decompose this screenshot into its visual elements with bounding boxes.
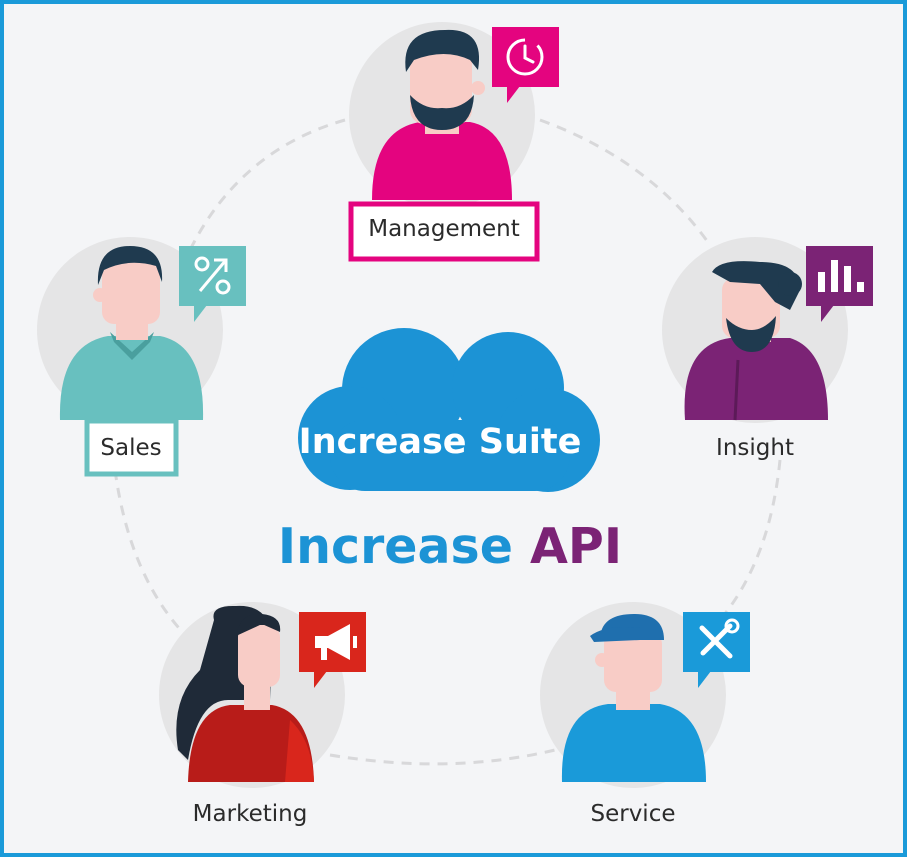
- cloud-label: Increase Suite: [299, 422, 582, 462]
- sales-label: Sales: [100, 435, 161, 461]
- insight-node: Insight: [662, 237, 873, 461]
- sales-node: Sales: [37, 237, 246, 477]
- api-title-word1: Increase: [278, 518, 513, 575]
- management-node: Management: [348, 22, 559, 262]
- management-label: Management: [368, 216, 520, 242]
- service-node: Service: [540, 602, 750, 827]
- service-avatar: [561, 614, 706, 782]
- connection-ring: [113, 118, 782, 766]
- megaphone-icon: [299, 612, 366, 688]
- management-label-box: [348, 201, 540, 262]
- management-avatar: [372, 29, 512, 200]
- insight-avatar: [684, 261, 828, 421]
- api-title-word2: API: [530, 518, 622, 575]
- tools-icon: [683, 612, 750, 688]
- marketing-label: Marketing: [193, 801, 308, 827]
- marketing-avatar: [176, 605, 314, 782]
- bar-chart-icon: [806, 246, 873, 322]
- sales-avatar: [59, 246, 204, 420]
- svg-text:Increase API: Increase API: [278, 518, 622, 575]
- clock-icon: [492, 27, 559, 103]
- sales-label-box: [84, 418, 179, 477]
- insight-label: Insight: [716, 435, 794, 461]
- service-label: Service: [590, 801, 675, 827]
- api-title: Increase API: [278, 518, 622, 575]
- increase-suite-cloud: Increase Suite: [298, 328, 600, 492]
- marketing-node: Marketing: [159, 602, 366, 827]
- percent-icon: [179, 246, 246, 322]
